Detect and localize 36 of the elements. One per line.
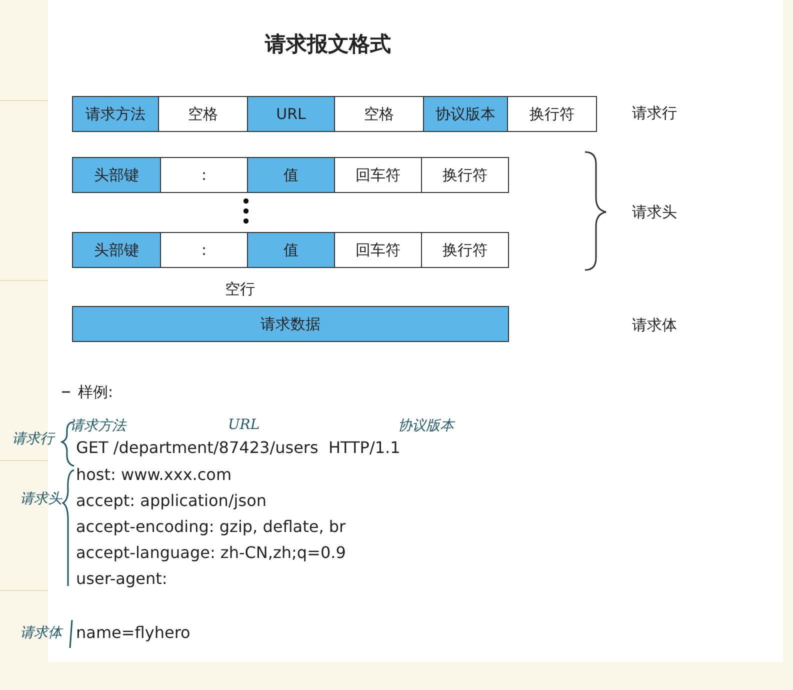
table-cell: 头部键 <box>72 232 161 268</box>
title: 请求报文格式 <box>265 31 391 58</box>
table-cell: 换行符 <box>421 157 509 193</box>
section-heading: 样例: <box>78 383 114 402</box>
table-cell: 值 <box>247 157 335 193</box>
handwritten-note: 请求方法 <box>70 417 126 435</box>
row-label: 请求头 <box>632 203 677 222</box>
handwritten-note: 请求头 <box>20 490 62 508</box>
table-cell: 请求方法 <box>72 96 159 132</box>
table-cell: 值 <box>247 232 335 268</box>
table-cell: 换行符 <box>421 232 509 268</box>
row-label: 空行 <box>225 280 255 299</box>
code-line: name=flyhero <box>76 623 190 642</box>
row-label: 请求体 <box>632 316 677 335</box>
code-line: accept-language: zh-CN,zh;q=0.9 <box>76 543 346 562</box>
table-cell: 协议版本 <box>423 96 508 132</box>
table-cell: 空格 <box>334 96 424 132</box>
table-cell: 换行符 <box>507 96 597 132</box>
row-label: 请求行 <box>632 104 677 123</box>
code-line: host: www.xxx.com <box>76 465 232 484</box>
handwritten-note: 协议版本 <box>398 417 454 435</box>
handwritten-note: 请求体 <box>20 624 62 642</box>
table-cell: 头部键 <box>72 157 161 193</box>
handwritten-note: URL <box>228 417 260 433</box>
table-cell: : <box>160 232 248 268</box>
table-cell: 空格 <box>158 96 248 132</box>
table-cell: 回车符 <box>334 232 422 268</box>
table-cell: URL <box>247 96 335 132</box>
handwritten-note: 请求行 <box>12 430 54 448</box>
code-line: GET /department/87423/users HTTP/1.1 <box>76 438 400 457</box>
table-cell: 回车符 <box>334 157 422 193</box>
table-cell: : <box>160 157 248 193</box>
code-line: accept: application/json <box>76 491 267 510</box>
code-line: accept-encoding: gzip, deflate, br <box>76 517 346 536</box>
table-cell: 请求数据 <box>72 306 509 342</box>
code-line: user-agent: <box>76 569 168 588</box>
